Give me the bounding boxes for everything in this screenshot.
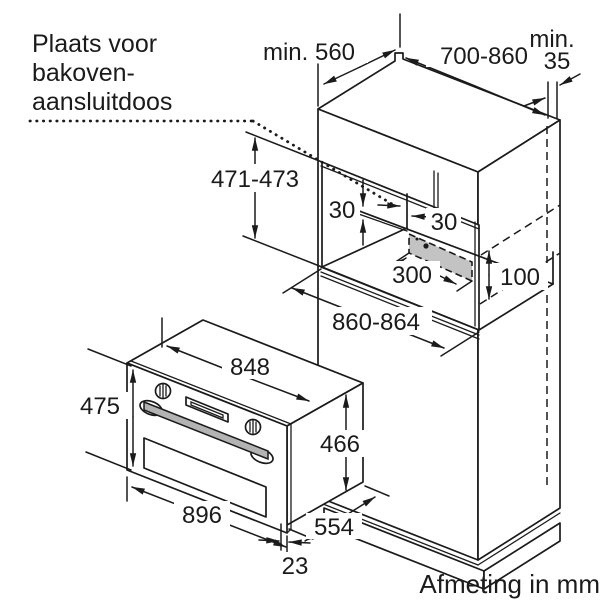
dim-junction-height-label: 100 [500,264,540,291]
niche-left-floor-edge [321,227,408,268]
junction-box-hole-small [415,237,419,241]
dim-rear-gap-word: min. [529,26,574,53]
dim-niche-width-label: 860-864 [332,309,420,336]
dim-junction-width-label: 300 [392,262,432,289]
dim-niche-height-label: 471-473 [211,166,299,193]
oven-handle [139,399,274,465]
note-line-3: aansluitdoos [32,88,172,116]
dim-door-overhang-label: 23 [282,553,309,580]
dim-oven-front-height-label: 475 [80,393,120,420]
note-line-1: Plaats voor [32,30,157,58]
junction-plane-top-hidden [469,204,561,263]
niche-right-floor-edge [478,283,554,331]
oven-door-window [143,437,267,518]
dim-oven-body-height-label: 466 [320,431,360,458]
labels: min. 560 700-860 min. 35 471-473 30 30 3… [32,26,600,599]
units-note: Afmeting in mm [419,569,600,599]
dim-offset-top-label: 30 [329,197,356,224]
plinth-side [483,522,561,590]
dim-cabinet-depth-label: min. 560 [263,39,355,66]
junction-box-hole [423,243,429,249]
cabinet-side-face [477,119,561,561]
dim-top-width-label: 700-860 [440,43,528,70]
note-line-2: bakoven- [32,59,135,87]
oven-knob-left [154,382,172,400]
oven-knob-right [244,418,262,436]
dim-oven-width-label: 896 [182,502,222,529]
oven-display [185,396,229,423]
dim-offset-side-label: 30 [431,209,458,236]
dim-rear-gap-value: 35 [544,48,571,75]
dim-oven-depth-label: 554 [314,514,354,541]
junction-box [408,232,473,283]
dimension-lines [242,13,581,357]
note-leader [28,119,401,209]
dim-oven-cutout-label: 848 [230,354,270,381]
